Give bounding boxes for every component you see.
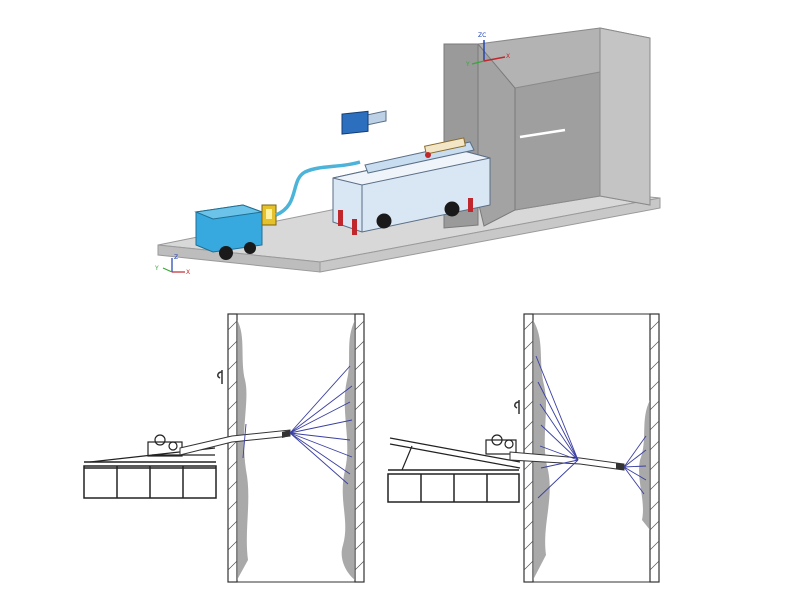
section-drawing-left xyxy=(83,313,365,583)
top-3d-scene: ZC X Y xyxy=(154,27,661,276)
right-wall xyxy=(599,27,651,206)
drill-rig-vehicle xyxy=(332,110,491,235)
top-axis-y-label: Y xyxy=(465,61,470,68)
ground-slab-side xyxy=(319,197,661,273)
bottom-axis-triad: Z X Y xyxy=(154,254,190,276)
bottom-axis-y-label: Y xyxy=(154,265,159,272)
top-axis-x-label: X xyxy=(506,53,510,60)
control-box xyxy=(261,204,277,226)
hydraulic-cable xyxy=(275,160,361,217)
section-drawing-right xyxy=(387,313,660,583)
top-axis-z-label: ZC xyxy=(478,32,486,39)
top-axis-triad: ZC X Y xyxy=(465,32,510,68)
left-wall-inner xyxy=(514,71,601,211)
wall-slot xyxy=(519,128,566,139)
bottom-axis-x-label: X xyxy=(186,269,190,276)
bottom-axis-z-label: Z xyxy=(174,254,178,261)
